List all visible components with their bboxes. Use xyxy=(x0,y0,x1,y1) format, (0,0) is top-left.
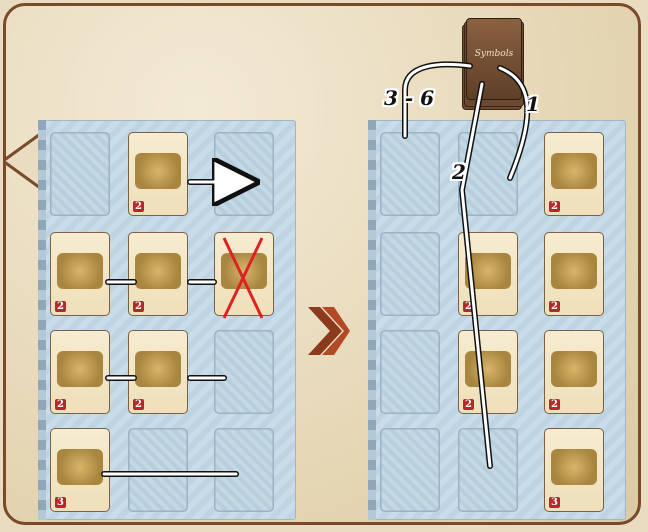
step-label-1: 1 xyxy=(526,92,540,116)
step-label-3-6: 3 - 6 xyxy=(384,86,434,110)
step-label-2: 2 xyxy=(452,160,466,184)
discard-cross-icon xyxy=(224,238,262,318)
deal-arrow-2 xyxy=(462,84,490,466)
deal-arrow-1 xyxy=(500,68,527,178)
